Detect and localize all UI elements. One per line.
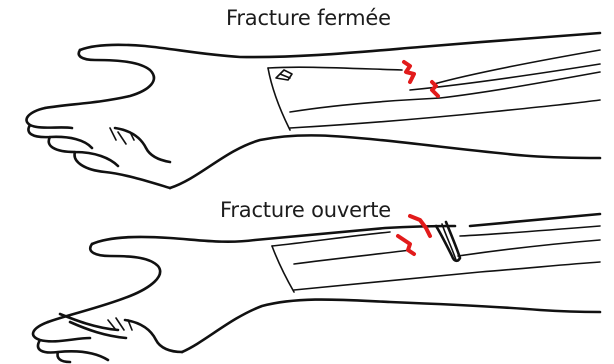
- thumb-outline: [125, 320, 182, 352]
- bone-radius-proximal: [268, 67, 402, 70]
- fracture-break-right: [432, 82, 438, 96]
- bone-distal-line-2: [458, 240, 600, 256]
- bone-radius-distal: [434, 50, 600, 84]
- bone-ulna-line-1: [272, 246, 294, 292]
- thumb-outline: [115, 128, 170, 162]
- arm-upper-outline: [80, 33, 600, 57]
- open-fracture-arm: [33, 214, 600, 362]
- arm-lower-outline: [170, 135, 600, 188]
- carpal-bones: [276, 70, 292, 80]
- bone-distal-line-1: [460, 226, 600, 236]
- hand-upper-outline: [45, 50, 154, 108]
- fingers-outline: [33, 322, 108, 362]
- bone-ulna-line-3: [294, 262, 600, 290]
- bone-ulna-line-3: [290, 100, 600, 128]
- arm-upper-outline: [92, 226, 455, 244]
- hand-upper-outline: [48, 244, 160, 322]
- fingers-outline: [26, 108, 170, 188]
- arm-upper-outline-distal: [470, 214, 600, 226]
- bone-ulna-line-2: [294, 250, 410, 264]
- closed-fracture-arm: [26, 33, 600, 188]
- fracture-break-left: [404, 62, 414, 82]
- arm-lower-outline: [182, 300, 600, 353]
